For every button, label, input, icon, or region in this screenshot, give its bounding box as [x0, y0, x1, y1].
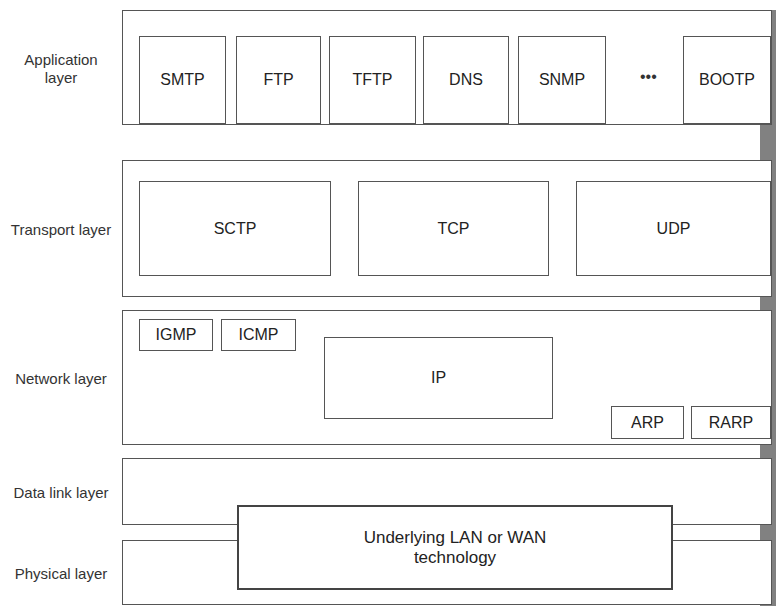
protocol-name: SNMP — [535, 71, 589, 89]
layer-name: Network layer — [7, 370, 115, 388]
protocol-name: RARP — [705, 414, 757, 432]
protocol-name: IGMP — [152, 326, 201, 344]
protocol-name: SCTP — [210, 220, 261, 238]
protocol-box: SNMP — [518, 36, 606, 124]
layer-name: Data link layer — [7, 484, 115, 502]
layer-name: Transport layer — [7, 221, 115, 239]
protocol-box: UDP — [576, 181, 771, 276]
protocol-box: FTP — [236, 36, 321, 124]
protocol-name: UDP — [653, 220, 695, 238]
layer-band: Application layerSMTPFTPTFTPDNSSNMPBOOTP — [122, 10, 772, 125]
ellipsis-mark: ••• — [640, 68, 657, 86]
protocol-name: ARP — [627, 414, 668, 432]
protocol-box: BOOTP — [683, 36, 771, 124]
protocol-name: BOOTP — [695, 71, 759, 89]
protocol-name: TCP — [434, 220, 474, 238]
protocol-box: RARP — [691, 406, 771, 439]
protocol-box: IGMP — [139, 319, 213, 351]
protocol-box: ICMP — [221, 319, 296, 351]
protocol-box: IP — [324, 337, 553, 419]
protocol-name: FTP — [259, 71, 297, 89]
protocol-name: SMTP — [156, 71, 208, 89]
layer-band: Network layerIGMPICMPIPARPRARP — [122, 310, 772, 445]
protocol-box: Underlying LAN or WAN technology — [237, 505, 673, 590]
protocol-box: ARP — [611, 406, 684, 439]
protocol-name: DNS — [445, 71, 487, 89]
protocol-name: ICMP — [235, 326, 283, 344]
protocol-box: TCP — [358, 181, 549, 276]
protocol-name: Underlying LAN or WAN technology — [336, 528, 574, 568]
layer-name: Application layer — [7, 51, 115, 87]
layer-name: Physical layer — [7, 565, 115, 583]
protocol-box: SMTP — [139, 36, 226, 124]
layer-band: Transport layerSCTPTCPUDP — [122, 160, 772, 297]
protocol-box: SCTP — [139, 181, 331, 276]
protocol-name: IP — [427, 369, 450, 387]
protocol-name: TFTP — [349, 71, 397, 89]
protocol-box: TFTP — [329, 36, 416, 124]
protocol-box: DNS — [423, 36, 509, 124]
